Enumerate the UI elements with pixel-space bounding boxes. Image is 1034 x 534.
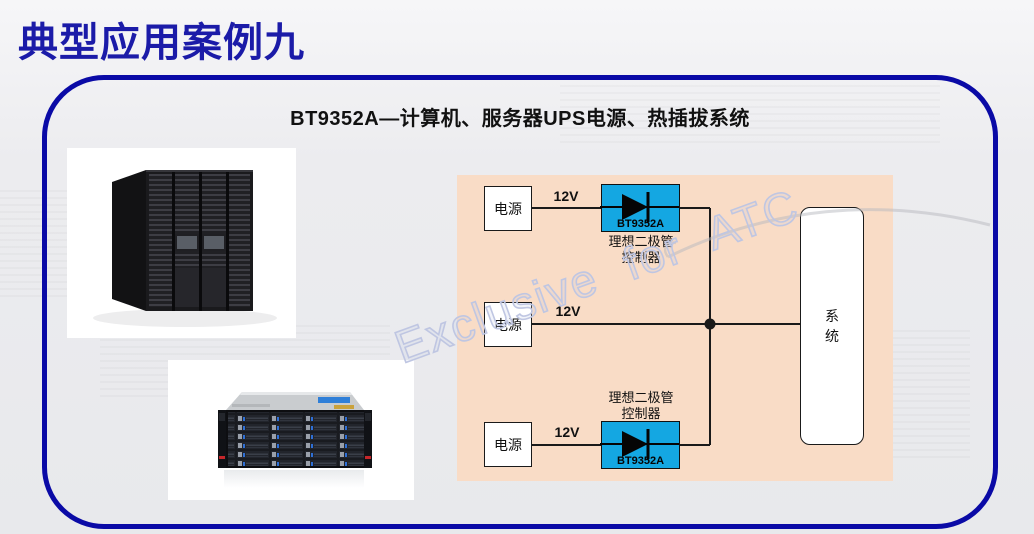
content-frame-border [42, 75, 998, 529]
system-label-line1: 系 [825, 308, 839, 324]
device-name-label: BT9352A [616, 218, 665, 230]
server-rack-cabinet-photo [67, 148, 296, 338]
controller-caption-bottom: 理想二极管 控制器 [579, 390, 703, 422]
voltage-label-2: 12V [555, 303, 581, 319]
system-box: 系 统 [800, 207, 864, 445]
diode-icon [600, 192, 680, 223]
controller-caption-line1: 理想二极管 [608, 390, 674, 405]
server-rack-cabinet-illustration [93, 170, 277, 327]
controller-caption-line2: 控制器 [621, 250, 661, 265]
circuit-diagram-panel: 电源 电源 电源 12V 12V 12V BT9352A 理想二极管 控制器 理… [457, 175, 893, 481]
power-source-box-2: 电源 [484, 302, 532, 347]
device-name-label: BT9352A [616, 455, 665, 467]
ideal-diode-controller-box-top: BT9352A [600, 184, 680, 232]
controller-caption-top: 理想二极管 控制器 [579, 234, 703, 266]
controller-caption-line2: 控制器 [621, 406, 661, 421]
power-source-box-3: 电源 [484, 422, 532, 467]
storage-server-illustration [218, 392, 372, 488]
system-label-line2: 统 [825, 328, 839, 344]
diode-icon [600, 429, 680, 460]
page-title: 典型应用案例九 [18, 21, 305, 65]
ideal-diode-controller-box-bottom: BT9352A [600, 421, 680, 469]
controller-caption-line1: 理想二极管 [608, 234, 674, 249]
power-source-box-1: 电源 [484, 186, 532, 231]
voltage-label-1: 12V [553, 188, 579, 204]
junction-dot [704, 318, 716, 330]
storage-server-photo [168, 360, 414, 500]
diagram-caption: BT9352A—计算机、服务器UPS电源、热插拔系统 [290, 108, 750, 130]
voltage-label-3: 12V [554, 424, 580, 440]
